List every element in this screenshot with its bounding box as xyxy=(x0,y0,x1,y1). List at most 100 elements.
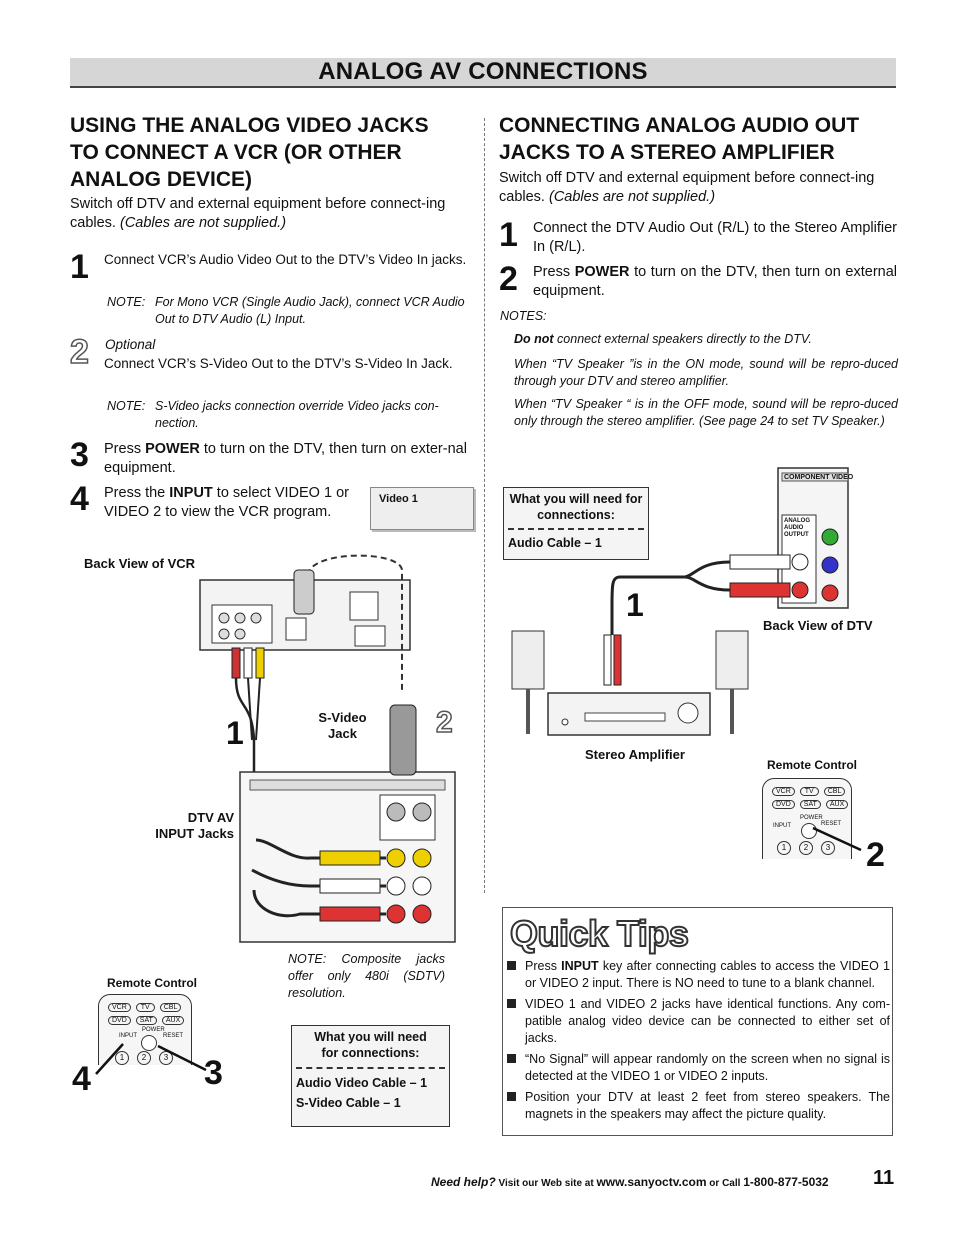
audio-out-l-jack xyxy=(791,553,809,571)
right-need-box: What you will need for connections: Audi… xyxy=(503,487,649,560)
label-line: OUTPUT xyxy=(784,532,809,538)
arrow-power xyxy=(157,1044,207,1072)
remote-number-row: 1 2 3 xyxy=(115,1051,173,1065)
bullet-icon xyxy=(507,999,516,1008)
right-callout-1: 1 xyxy=(626,587,644,623)
quick-tips-box: Quick Tips Press INPUT key after connect… xyxy=(502,907,893,1136)
svideo-cable xyxy=(307,554,403,690)
left-step1-text: Connect VCR’s Audio Video Out to the DTV… xyxy=(104,252,467,267)
vcr-key: VCR xyxy=(772,787,795,796)
left-intro-note: (Cables are not supplied.) xyxy=(119,215,287,231)
reset-key-label: RESET xyxy=(163,1033,184,1039)
step-text: to select VIDEO 1 or VIDEO 2 to view the… xyxy=(104,485,349,520)
audio-white-plug xyxy=(243,647,253,679)
analog-audio-output-label: ANALOG AUDIO OUTPUT xyxy=(784,518,810,539)
vcr-jack xyxy=(250,612,262,624)
audio-l-plug-dtv xyxy=(319,878,381,894)
left-step3-number: 3 xyxy=(70,436,89,474)
label-line: DTV AV xyxy=(187,810,234,825)
left-heading-line3: ANALOG DEVICE) xyxy=(70,168,253,191)
left-step1-number: 1 xyxy=(70,248,89,286)
component-pb-jack xyxy=(821,556,839,574)
amp-volume-knob xyxy=(677,702,699,724)
power-keyword: POWER xyxy=(574,264,630,280)
component-video-header xyxy=(781,472,849,482)
key-2: 2 xyxy=(137,1051,151,1065)
right-remote-control: VCR TV CBL DVD SAT AUX INPUT POWER RESET… xyxy=(762,778,852,859)
right-remote-label: Remote Control xyxy=(767,758,857,772)
note-label: NOTE: xyxy=(107,399,146,413)
dtv-panel-header xyxy=(249,779,446,791)
note-text: S-Video jacks connection override Video … xyxy=(155,399,439,430)
step-text: Press xyxy=(533,264,575,280)
tv-key: TV xyxy=(799,787,819,796)
left-step3-text: Press POWER to turn on the DTV, then tur… xyxy=(104,440,468,478)
dashed-divider xyxy=(296,1067,445,1069)
step-text: Press the xyxy=(104,485,170,501)
speaker-stand xyxy=(730,689,734,734)
video-yellow-plug xyxy=(255,647,265,679)
remote-row2: DVD SAT AUX xyxy=(108,1016,191,1025)
note-speaker-on: When “TV Speaker ”is in the ON mode, sou… xyxy=(514,357,898,388)
tip-text: VIDEO 1 and VIDEO 2 jacks have identical… xyxy=(525,997,890,1045)
aux-key: AUX xyxy=(161,1016,185,1025)
audio-cable xyxy=(610,575,685,635)
right-step1-text: Connect the DTV Audio Out (R/L) to the S… xyxy=(533,220,897,255)
reset-key-label: RESET xyxy=(821,821,842,827)
left-intro-text: Switch off DTV and external equipment be… xyxy=(70,196,446,231)
vcr-jack xyxy=(234,612,246,624)
bullet-icon xyxy=(507,1054,516,1063)
av-cable xyxy=(255,838,386,860)
amp-r-plug xyxy=(613,634,622,686)
stereo-amplifier-label: Stereo Amplifier xyxy=(585,747,685,762)
remote-row1: VCR TV CBL xyxy=(772,787,851,796)
vcr-rf-jack xyxy=(354,625,386,647)
remote-row2: DVD SAT AUX xyxy=(772,800,851,809)
amp-power-led xyxy=(561,718,569,726)
label-line: S-Video xyxy=(318,710,367,725)
need-box-title: What you will need for connections: xyxy=(504,488,648,523)
power-keyword: POWER xyxy=(145,441,200,457)
bullet-icon xyxy=(507,1092,516,1101)
bullet-icon xyxy=(507,961,516,970)
vcr-connection-diagram xyxy=(199,554,456,943)
sat-key: SAT xyxy=(135,1016,157,1025)
audio-r-plug xyxy=(729,582,791,598)
audio-cable xyxy=(684,560,731,579)
right-intro: Switch off DTV and external equipment be… xyxy=(499,169,896,207)
svideo-dtv-plug xyxy=(389,704,417,776)
composite-note: NOTE: Composite jacks offer only 480i (S… xyxy=(288,952,445,1000)
title-line: connections: xyxy=(537,508,615,522)
component-video-label: COMPONENT VIDEO xyxy=(784,474,854,481)
website-link[interactable]: www.sanyoctv.com xyxy=(596,1175,707,1189)
audio-r-plug-dtv xyxy=(319,906,381,922)
tip-item: Press INPUT key after connecting cables … xyxy=(507,958,890,992)
left-step4-number: 4 xyxy=(70,480,89,518)
note-speaker-off: When “TV Speaker “ is in the OFF mode, s… xyxy=(514,397,898,428)
title-line: for connections: xyxy=(321,1046,420,1060)
osd-video1-screen: Video 1 xyxy=(370,487,474,530)
svideo-jack xyxy=(386,802,406,822)
video-plug-dtv xyxy=(319,850,381,866)
input-keyword: INPUT xyxy=(169,485,213,501)
tip-item: VIDEO 1 and VIDEO 2 jacks have identical… xyxy=(507,996,890,1047)
callout-2: 2 xyxy=(435,705,453,740)
power-button xyxy=(141,1035,157,1051)
amplifier-connection-diagram xyxy=(511,467,849,736)
dtv-video-jack xyxy=(412,848,432,868)
tip-text: Position your DTV at least 2 feet from s… xyxy=(525,1090,890,1121)
tip-text: Press INPUT key after connecting cables … xyxy=(525,958,890,992)
vcr-svideo-out xyxy=(285,617,307,641)
power-key-label: POWER xyxy=(142,1027,165,1033)
tip-item: Position your DTV at least 2 feet from s… xyxy=(507,1089,890,1123)
arrow-input xyxy=(95,1043,124,1075)
step-text: to turn on the DTV, then turn on exter-n… xyxy=(104,441,467,476)
key-3: 3 xyxy=(159,1051,173,1065)
right-intro-note: (Cables are not supplied.) xyxy=(548,189,716,205)
dtv-av-input-label: DTV AV INPUT Jacks xyxy=(140,810,234,842)
label-line: INPUT Jacks xyxy=(155,826,234,841)
right-heading: CONNECTING ANALOG AUDIO OUT JACKS TO A S… xyxy=(499,112,899,166)
phone-number: 1-800-877-5032 xyxy=(743,1175,829,1189)
amp-l-plug xyxy=(603,634,612,686)
vcr-back-label: Back View of VCR xyxy=(84,556,196,571)
